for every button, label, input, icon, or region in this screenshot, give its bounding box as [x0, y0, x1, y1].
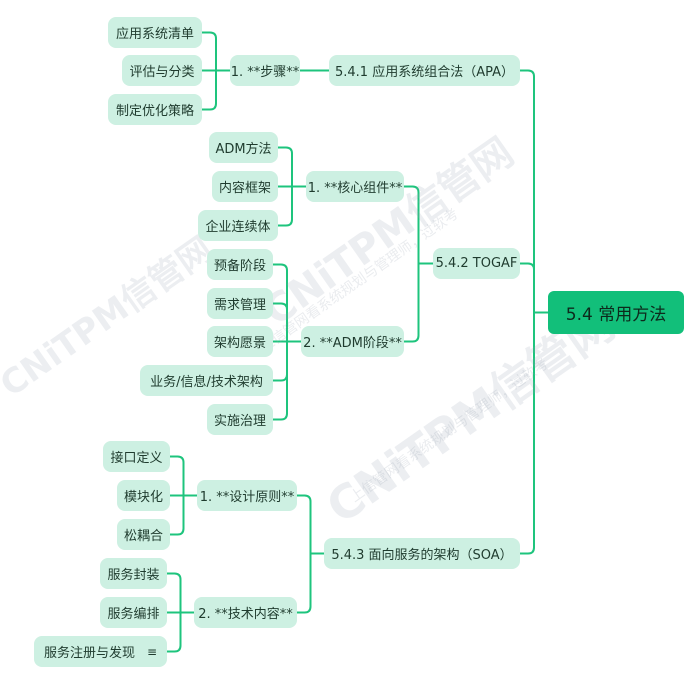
connector-line: [273, 340, 301, 421]
leaf-topic[interactable]: 企业连续体: [198, 210, 278, 241]
connector-line: [202, 69, 230, 111]
topic-adm-phases[interactable]: 2. **ADM阶段**: [301, 326, 404, 357]
topic-soa[interactable]: 5.4.3 面向服务的架构（SOA）: [324, 538, 520, 569]
leaf-label: 服务注册与发现: [43, 646, 135, 661]
leaf-topic[interactable]: 制定优化策略: [108, 94, 202, 125]
topic-tech-content[interactable]: 2. **技术内容**: [194, 597, 297, 628]
leaf-topic[interactable]: 服务编排: [100, 597, 167, 628]
leaf-topic[interactable]: 评估与分类: [122, 55, 202, 86]
connector-line: [297, 552, 324, 614]
connector-line: [273, 302, 301, 343]
leaf-topic[interactable]: 接口定义: [103, 441, 170, 472]
connector-line: [297, 494, 324, 555]
connector-line: [273, 263, 301, 343]
note-icon[interactable]: ≡: [146, 644, 158, 659]
leaf-topic[interactable]: 模块化: [117, 480, 170, 511]
topic-togaf[interactable]: 5.4.2 TOGAF: [433, 248, 520, 279]
leaf-topic[interactable]: 应用系统清单: [108, 17, 202, 48]
leaf-topic[interactable]: 内容框架: [212, 171, 278, 202]
connector-line: [404, 262, 433, 343]
leaf-topic[interactable]: 服务封装: [100, 558, 167, 589]
leaf-topic[interactable]: 实施治理: [207, 404, 273, 435]
leaf-topic[interactable]: 需求管理: [207, 288, 273, 319]
topic-steps[interactable]: 1. **步骤**: [230, 55, 300, 86]
connector-line: [167, 572, 194, 614]
connector-line: [520, 262, 548, 314]
leaf-topic-with-note[interactable]: 服务注册与发现 ≡: [34, 636, 167, 667]
topic-apa[interactable]: 5.4.1 应用系统组合法（APA）: [329, 55, 520, 86]
connector-line: [520, 69, 548, 314]
connector-line: [520, 311, 548, 555]
connector-line: [170, 455, 197, 497]
leaf-topic[interactable]: 松耦合: [117, 519, 170, 550]
topic-core-components[interactable]: 1. **核心组件**: [306, 171, 404, 202]
leaf-topic[interactable]: 业务/信息/技术架构: [140, 365, 273, 396]
leaf-topic[interactable]: ADM方法: [209, 132, 278, 163]
connector-line: [404, 185, 433, 265]
connector-line: [278, 185, 306, 227]
leaf-topic[interactable]: 预备阶段: [207, 249, 273, 280]
connector-line: [278, 146, 306, 188]
connector-line: [202, 31, 230, 72]
root-topic[interactable]: 5.4 常用方法: [548, 291, 684, 334]
leaf-topic[interactable]: 架构愿景: [207, 326, 273, 357]
topic-design-principles[interactable]: 1. **设计原则**: [197, 480, 297, 511]
connector-line: [170, 494, 197, 536]
connector-line: [167, 611, 194, 653]
